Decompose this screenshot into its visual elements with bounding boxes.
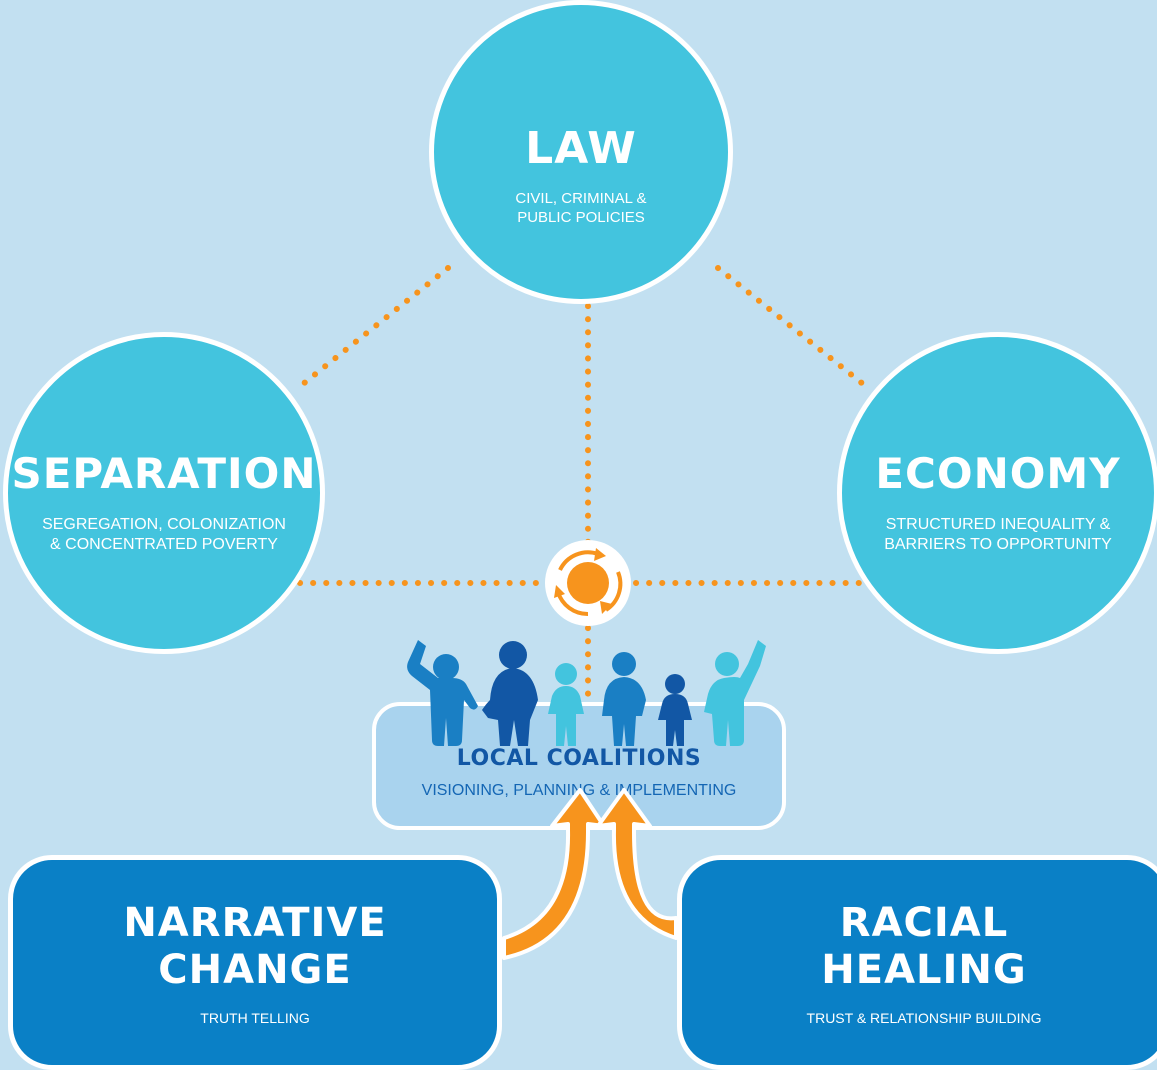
racial-healing-box: RACIAL HEALING TRUST & RELATIONSHIP BUIL… xyxy=(677,855,1157,1070)
law-subtitle-line: CIVIL, CRIMINAL & xyxy=(515,190,647,207)
separation-subtitle-line: SEGREGATION, COLONIZATION xyxy=(42,516,286,533)
economy-title: ECONOMY xyxy=(875,449,1121,498)
narrative-change-title: NARRATIVE CHANGE xyxy=(13,900,497,994)
local-coalitions-title: LOCAL COALITIONS xyxy=(456,746,702,771)
curved-up-arrow-icon xyxy=(502,788,678,960)
racial-healing-title-line: HEALING xyxy=(821,947,1027,994)
law-subtitle: CIVIL, CRIMINAL & PUBLIC POLICIES xyxy=(434,190,728,228)
racial-healing-title: RACIAL HEALING xyxy=(682,900,1157,994)
separation-subtitle-line: & CONCENTRATED POVERTY xyxy=(50,536,278,553)
separation-title: SEPARATION xyxy=(11,449,317,498)
economy-subtitle-line: BARRIERS TO OPPORTUNITY xyxy=(884,536,1112,553)
economy-subtitle-line: STRUCTURED INEQUALITY & xyxy=(885,516,1111,533)
racial-healing-title-line: RACIAL xyxy=(839,900,1009,946)
narrative-change-subtitle: TRUTH TELLING xyxy=(200,1010,310,1026)
connector-law-separation xyxy=(295,265,451,391)
narrative-change-title-line: CHANGE xyxy=(158,947,352,994)
law-subtitle-line: PUBLIC POLICIES xyxy=(517,208,645,226)
racial-healing-subtitle: TRUST & RELATIONSHIP BUILDING xyxy=(806,1010,1042,1026)
cycle-arrows-icon xyxy=(545,540,631,626)
separation-node: SEPARATION SEGREGATION, COLONIZATION & C… xyxy=(3,332,325,654)
law-node: LAW CIVIL, CRIMINAL & PUBLIC POLICIES xyxy=(429,0,733,304)
economy-subtitle: STRUCTURED INEQUALITY & BARRIERS TO OPPO… xyxy=(842,515,1154,555)
separation-subtitle: SEGREGATION, COLONIZATION & CONCENTRATED… xyxy=(8,515,320,555)
narrative-change-box: NARRATIVE CHANGE TRUTH TELLING xyxy=(8,855,502,1070)
connector-law-economy xyxy=(715,265,871,391)
people-group-icon xyxy=(407,640,766,746)
law-title: LAW xyxy=(525,123,637,174)
economy-node: ECONOMY STRUCTURED INEQUALITY & BARRIERS… xyxy=(837,332,1157,654)
narrative-change-title-line: NARRATIVE xyxy=(123,900,387,946)
